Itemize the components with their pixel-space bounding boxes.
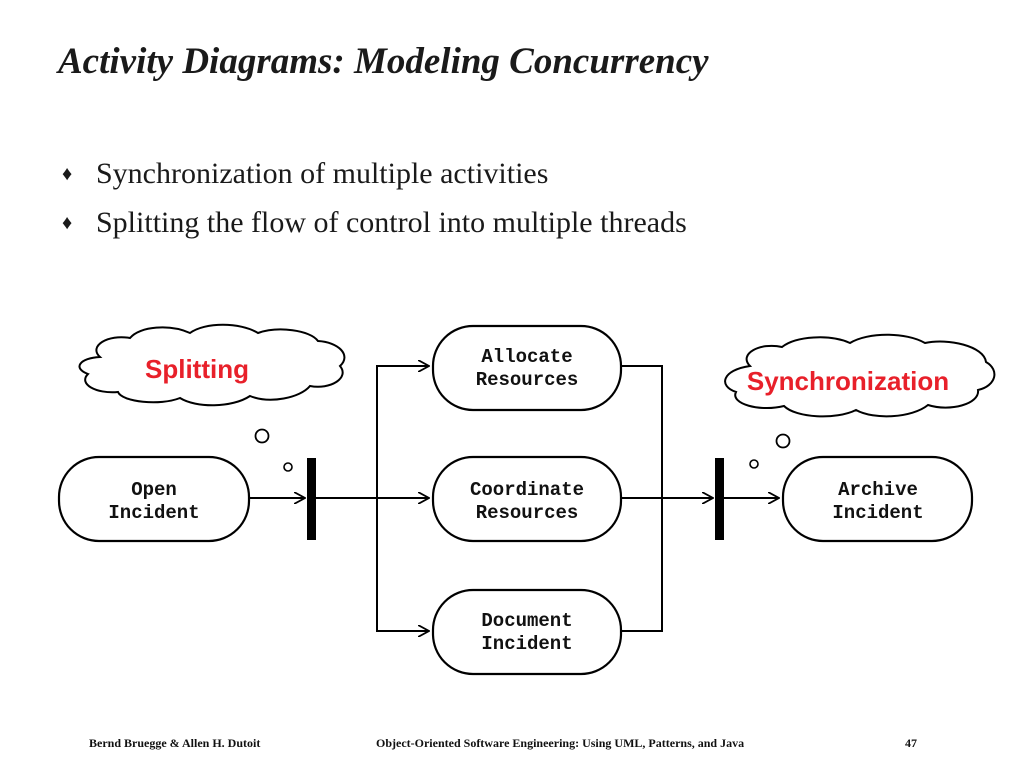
flow-fork-to-allocate <box>376 366 429 498</box>
diamond-bullet-icon: ♦ <box>62 163 73 185</box>
activity-archive-incident: Archive Incident <box>781 455 974 543</box>
activity-shape <box>431 588 623 676</box>
splitting-label: Splitting <box>145 354 249 384</box>
activity-label: Document <box>481 610 572 632</box>
activity-shape <box>781 455 974 543</box>
activity-label: Resources <box>476 369 579 391</box>
thought-bubble-small <box>283 462 293 472</box>
footer-book-title: Object-Oriented Software Engineering: Us… <box>376 736 745 750</box>
footer-authors: Bernd Bruegge & Allen H. Dutoit <box>89 736 261 750</box>
slide-title: Activity Diagrams: Modeling Concurrency <box>58 41 709 82</box>
control-flows <box>249 366 779 631</box>
thought-bubble-large <box>775 433 791 449</box>
bullet-item: ♦ Splitting the flow of control into mult… <box>62 204 687 253</box>
activity-shape <box>431 324 623 412</box>
splitting-note: Splitting <box>78 323 346 472</box>
flow-fork-to-document <box>376 498 429 631</box>
bullet-list: ♦Synchronization of multiple activities … <box>62 155 687 253</box>
activity-label: Coordinate <box>470 479 584 501</box>
fork-bar <box>307 458 316 540</box>
activity-label: Archive <box>838 479 918 501</box>
cloud-shape <box>724 333 996 418</box>
bullet-item: ♦ Synchronization of multiple activities <box>62 155 687 204</box>
diamond-bullet-icon: ♦ <box>62 212 73 234</box>
activity-label: Allocate <box>481 346 572 368</box>
activity-allocate-resources: Allocate Resources <box>431 324 623 412</box>
footer-page-number: 47 <box>905 736 917 750</box>
cloud-shape <box>78 323 346 407</box>
bullet-text: Splitting the flow of control into multi… <box>96 206 687 239</box>
activity-label: Open <box>131 479 177 501</box>
activity-document-incident: Document Incident <box>431 588 623 676</box>
activity-label: Incident <box>108 502 199 524</box>
thought-bubble-small <box>749 459 759 469</box>
activity-label: Incident <box>481 633 572 655</box>
activity-open-incident: Open Incident <box>57 455 251 543</box>
activity-label: Incident <box>832 502 923 524</box>
activity-label: Resources <box>476 502 579 524</box>
thought-bubble-large <box>254 428 270 444</box>
bullet-text: Synchronization of multiple activities <box>96 157 549 190</box>
synchronization-note: Synchronization <box>724 333 996 469</box>
activity-coordinate-resources: Coordinate Resources <box>431 455 623 543</box>
join-bar <box>715 458 724 540</box>
synchronization-label: Synchronization <box>747 366 949 396</box>
